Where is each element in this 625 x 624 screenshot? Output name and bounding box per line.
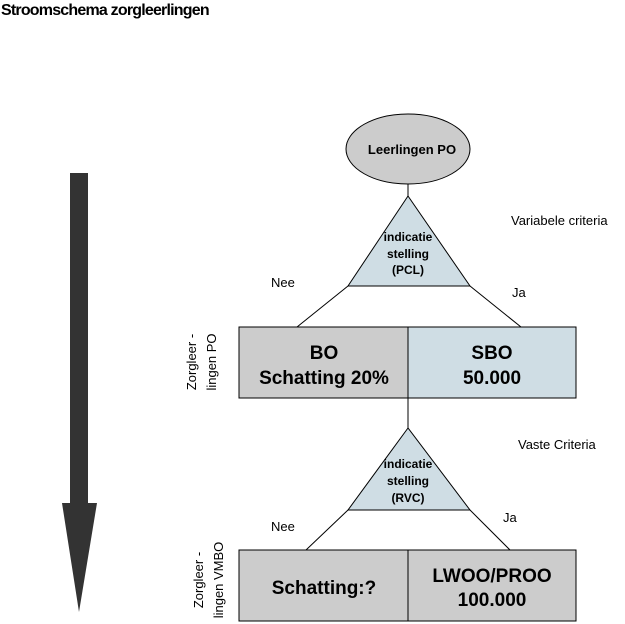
- decision-line-3: (RVC): [391, 491, 424, 505]
- box-line-1: LWOO/PROO: [432, 566, 551, 587]
- box-line-2: 100.000: [458, 590, 527, 611]
- box-line-2: Schatting 20%: [259, 368, 389, 389]
- ellipse-shape: [345, 113, 471, 185]
- box-shape: [407, 549, 577, 622]
- connector-nee-1: [296, 285, 349, 328]
- node-leerlingen-po: Leerlingen PO: [345, 113, 471, 185]
- side-label-line-2: lingen PO: [204, 333, 219, 390]
- box-lwoo-proo: LWOO/PROO 100.000: [407, 549, 577, 622]
- triangle-shape: [347, 195, 471, 287]
- box-line-1: SBO: [471, 343, 512, 364]
- connector-ja-2: [469, 509, 511, 551]
- side-label-line-1: Zorgleer -: [184, 334, 199, 390]
- triangle-shape: [347, 427, 472, 511]
- connector-ja-1: [469, 285, 522, 328]
- decision-line-2: stelling: [387, 474, 429, 488]
- connectors: [296, 184, 522, 551]
- box-line-1: BO: [310, 343, 339, 364]
- flow-direction-arrow: [62, 173, 97, 612]
- connector-nee-2: [305, 509, 349, 551]
- arrow-head: [62, 503, 97, 612]
- box-schatting: Schatting:?: [238, 549, 409, 622]
- decision-line-2: stelling: [387, 247, 429, 261]
- side-label-line-2: lingen VMBO: [211, 542, 226, 619]
- box-sbo: SBO 50.000: [407, 326, 577, 399]
- box-bo: BO Schatting 20%: [238, 326, 409, 399]
- label-ja-2: Ja: [503, 510, 518, 525]
- box-shape: [407, 326, 577, 399]
- label-ja-1: Ja: [512, 285, 527, 300]
- side-label-po: Zorgleer - lingen PO: [184, 333, 219, 390]
- decision-line-3: (PCL): [392, 263, 424, 277]
- box-line-1: Schatting:?: [272, 578, 377, 599]
- box-shape: [238, 549, 409, 622]
- box-line-2: 50.000: [463, 368, 521, 389]
- label-nee-1: Nee: [271, 275, 295, 290]
- label-nee-2: Nee: [271, 519, 295, 534]
- box-shape: [238, 326, 409, 399]
- side-label-vmbo: Zorgleer - lingen VMBO: [191, 542, 226, 619]
- arrow-shaft: [70, 173, 88, 503]
- node-label: Leerlingen PO: [368, 142, 456, 157]
- decision-line-1: indicatie: [384, 457, 433, 471]
- criteria-label-fixed: Vaste Criteria: [518, 437, 597, 452]
- decision-pcl: indicatie stelling (PCL): [347, 195, 471, 287]
- side-label-line-1: Zorgleer -: [191, 552, 206, 608]
- criteria-label-variable: Variabele criteria: [511, 213, 608, 228]
- decision-line-1: indicatie: [384, 230, 433, 244]
- decision-rvc: indicatie stelling (RVC): [347, 427, 472, 511]
- page-title: Stroomschema zorgleerlingen: [1, 2, 209, 19]
